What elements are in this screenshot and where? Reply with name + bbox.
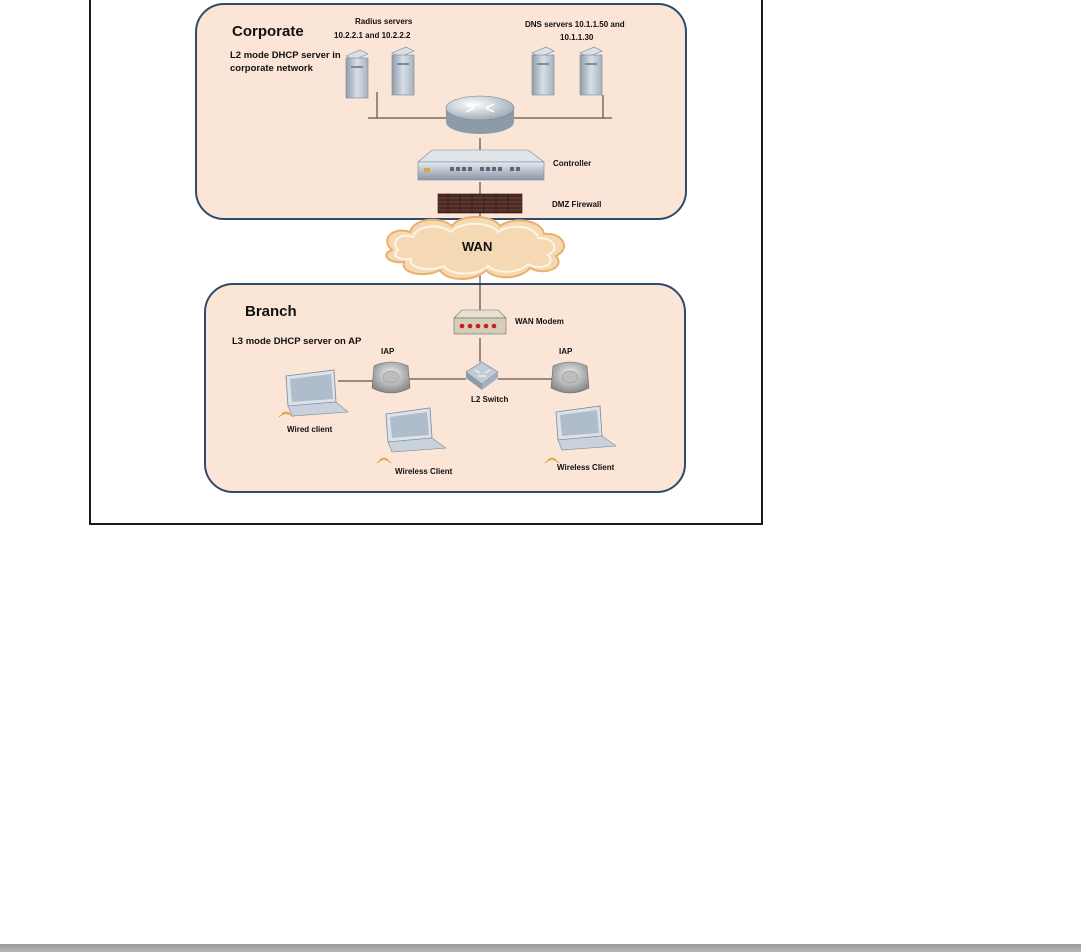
corporate-zone-box (195, 3, 687, 220)
iap-right-icon (550, 361, 590, 394)
router-icon (445, 95, 515, 134)
wan-label: WAN (462, 239, 492, 254)
corporate-title: Corporate (232, 23, 304, 40)
l2-switch-label: L2 Switch (471, 395, 508, 404)
wan-cloud-icon (385, 216, 565, 280)
wan-modem-label: WAN Modem (515, 317, 564, 326)
branch-title: Branch (245, 303, 297, 320)
branch-zone: Branch L3 mode DHCP server on AP (204, 283, 686, 493)
dns-servers-ips-label: 10.1.1.30 (560, 33, 594, 42)
wired-client-label: Wired client (287, 425, 333, 434)
wireless-client-left-laptop-icon (376, 407, 447, 464)
dns-server-2 (579, 46, 603, 96)
corporate-zone: Corporate L2 mode DHCP server in corpora… (195, 3, 687, 220)
dns-servers-label: DNS servers 10.1.1.50 and (525, 20, 625, 29)
wireless-client-right-label: Wireless Client (557, 463, 615, 472)
wireless-client-right-laptop-icon (544, 405, 617, 464)
iap-left-icon (371, 361, 411, 394)
firewall-label: DMZ Firewall (552, 200, 601, 209)
page-bottom-bar (0, 944, 1081, 952)
radius-server-1 (345, 49, 369, 99)
corporate-note-line2: corporate network (230, 63, 314, 74)
controller-icon (417, 149, 545, 181)
corporate-note-line1: L2 mode DHCP server in (230, 50, 341, 61)
firewall-icon (437, 193, 523, 214)
radius-server-2 (391, 46, 415, 96)
radius-servers-label: Radius servers (355, 17, 413, 26)
iap-right-label: IAP (559, 347, 573, 356)
controller-label: Controller (553, 159, 591, 168)
wan-modem-icon (453, 309, 507, 335)
wired-client-laptop-icon (278, 369, 349, 418)
branch-links (338, 268, 553, 382)
iap-left-label: IAP (381, 347, 395, 356)
wireless-client-left-label: Wireless Client (395, 467, 453, 476)
l2-switch-icon (465, 361, 499, 390)
dns-server-1 (531, 46, 555, 96)
radius-servers-ips-label: 10.2.2.1 and 10.2.2.2 (334, 31, 411, 40)
branch-note: L3 mode DHCP server on AP (232, 336, 362, 347)
